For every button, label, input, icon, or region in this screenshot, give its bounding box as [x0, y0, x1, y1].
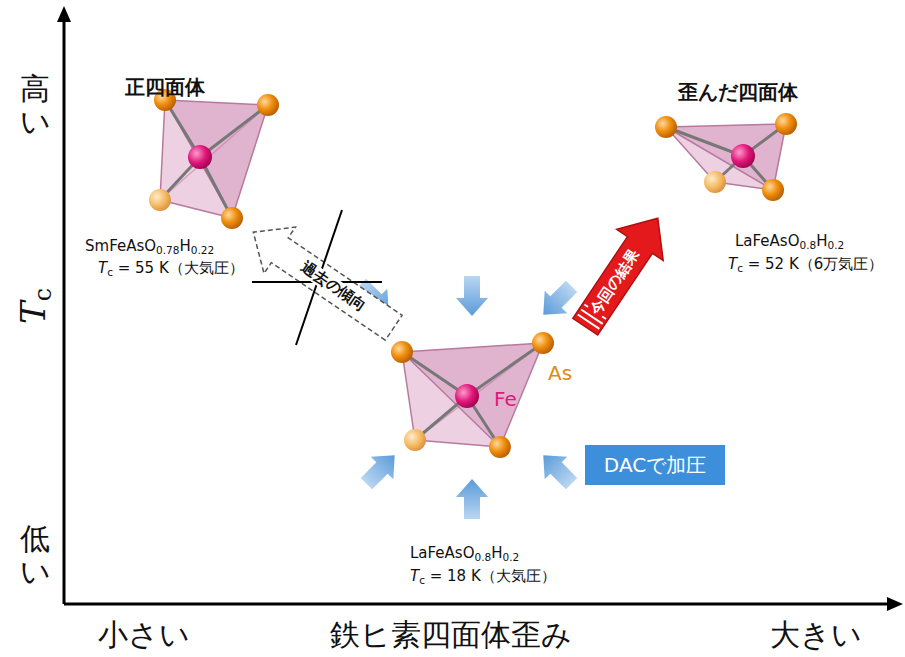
- shape-title: 正四面体: [125, 76, 205, 99]
- tetrahedron-middle: [391, 332, 554, 458]
- axis-tick-label: 高い: [20, 72, 50, 138]
- atom-label: As: [548, 362, 572, 385]
- tetrahedron-distorted: [655, 113, 797, 201]
- axis-tick-label: 低い: [20, 522, 50, 588]
- axis-title: 鉄ヒ素四面体歪み: [330, 618, 572, 653]
- atom-label: Fe: [494, 388, 517, 411]
- formula: LaFeAsO0.8H0.2: [410, 545, 519, 562]
- result-arrow: [573, 218, 663, 335]
- box-label: DACで加圧: [604, 454, 706, 477]
- axis-arrowhead: [887, 597, 903, 611]
- tc-value: Tc = 52 K（6万気圧）: [728, 256, 883, 273]
- axis-title: Tc: [14, 288, 53, 324]
- axes: [64, 20, 890, 604]
- formula: LaFeAsO0.8H0.2: [735, 233, 844, 250]
- tc-value: Tc = 18 K（大気圧）: [410, 568, 556, 585]
- material-group: 正四面体 SmFeAsO0.78H0.22 Tc = 55 K（大気圧）: [80, 68, 250, 293]
- material-group: 歪んだ四面体 LaFeAsO0.8H0.2 Tc = 52 K（6万気圧）: [660, 75, 890, 280]
- label-box: DACで加圧: [585, 445, 725, 485]
- shape-title: 歪んだ四面体: [678, 81, 798, 104]
- tc-value: Tc = 55 K（大気圧）: [98, 260, 244, 277]
- tetrahedron-regular: [149, 89, 279, 229]
- formula: SmFeAsO0.78H0.22: [85, 238, 214, 255]
- axis-tick-label: 大きい: [770, 618, 862, 653]
- past-trend-arrow: [253, 227, 402, 340]
- axis-arrowhead: [57, 6, 71, 22]
- axis-tick-label: 小さい: [98, 618, 190, 653]
